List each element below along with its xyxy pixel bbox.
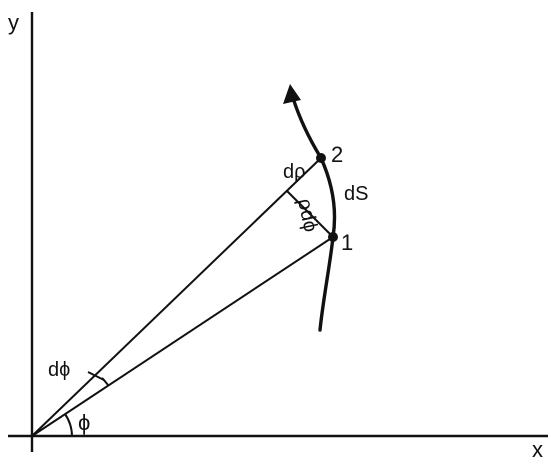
- radial-line-to-point-2: [31, 157, 322, 437]
- rho-dphi-segment: [286, 190, 334, 238]
- point-2-label: 2: [331, 142, 343, 167]
- phi-angle-arc: [64, 413, 73, 437]
- dphi-label: dϕ: [48, 359, 70, 381]
- x-axis-label: x: [532, 437, 543, 462]
- point-1-label: 1: [341, 230, 353, 255]
- curve-arrowhead: [283, 84, 301, 104]
- dphi-leader-line: [87, 371, 105, 381]
- y-axis-label: y: [8, 10, 19, 35]
- ds-label: dS: [344, 183, 368, 205]
- radial-line-to-point-1: [31, 236, 334, 437]
- point-1-dot: [328, 232, 338, 242]
- path-curve: [291, 96, 337, 332]
- point-2-dot: [316, 153, 326, 163]
- drho-label: dρ: [283, 161, 306, 183]
- rho-dphi-label: ρdϕ: [293, 196, 322, 234]
- phi-label: ϕ: [78, 410, 90, 435]
